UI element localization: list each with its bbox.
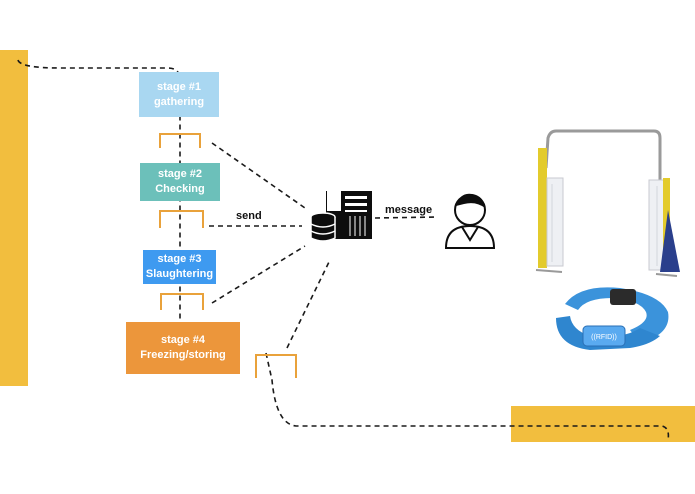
stage-box-2: [140, 163, 220, 201]
message-label: message: [385, 204, 433, 216]
stage-2-name: Checking: [155, 183, 205, 195]
rfid-gate-marker: [255, 354, 297, 378]
server-database-icon: [310, 191, 372, 242]
stage-3-number: stage #3: [157, 253, 202, 265]
send-label: send: [236, 210, 262, 222]
wristband-tag-text: ((RFID)): [591, 334, 617, 341]
stage-box-3: [143, 250, 216, 284]
stage-4-name: Freezing/storing: [140, 349, 226, 361]
rfid-wristband-icon: ((RFID)): [556, 287, 669, 350]
stage-4-number: stage #4: [160, 334, 206, 346]
rfid-gate-marker: [160, 293, 204, 310]
stage-3-box: stage #3 Slaughtering: [143, 250, 216, 284]
stage-1-number: stage #1: [156, 80, 202, 93]
stage-4-box: stage #4 Freezing/storing: [126, 322, 240, 374]
stage-box-4: [126, 322, 240, 374]
stage-1-name: gathering: [153, 95, 205, 108]
stage-3-name: Slaughtering: [145, 268, 214, 280]
route-path-exit: [265, 352, 670, 441]
stage-box-1: [139, 72, 219, 117]
rfid-gate-icon: [535, 129, 680, 277]
server-links: [209, 142, 439, 349]
stage-2-number: stage #2: [157, 168, 203, 180]
rfid-gate-marker: [159, 210, 204, 228]
stage-2-box: stage #2 Checking: [140, 163, 220, 201]
bottom-right-yellow-band: [511, 406, 695, 442]
left-yellow-band: [0, 50, 28, 386]
rfid-gate-marker: [159, 133, 201, 148]
person-icon: [444, 193, 496, 249]
stage-1-box: stage #1 gathering: [139, 72, 219, 117]
